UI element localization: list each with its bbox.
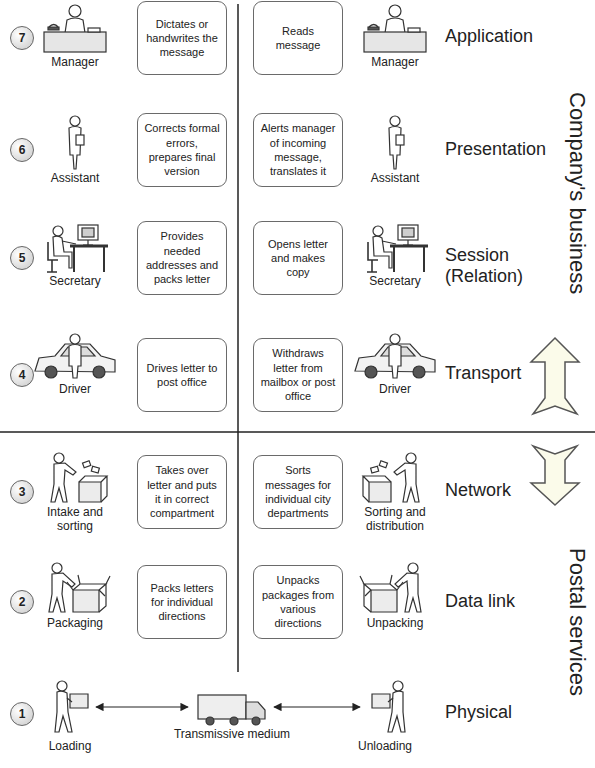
layer-name: Network [445, 480, 585, 501]
task-box: Drives letter to post office [137, 338, 227, 412]
node-text: Provides needed addresses and packs lett… [143, 229, 221, 286]
figure-label: Unpacking [350, 617, 440, 631]
node-text: 5 [19, 251, 26, 265]
unloading-figure [372, 681, 405, 732]
loading-figure [55, 681, 88, 732]
packing-figure [49, 563, 110, 612]
task-box: Opens letter and makes copy [253, 221, 343, 295]
task-box: Packs letters for individual directions [137, 565, 227, 639]
figure-label: Assistant [30, 172, 120, 186]
node-text: 4 [19, 368, 26, 382]
secretary-figure [367, 225, 428, 272]
assistant-figure [69, 116, 84, 169]
sorting-figure [51, 453, 107, 502]
node-text: Withdraws letter from mailbox or post of… [259, 346, 337, 403]
node-text: Drives letter to post office [143, 361, 221, 390]
layer-number: 2 [10, 590, 34, 614]
layer-number: 1 [10, 702, 34, 726]
layer-name: Physical [445, 702, 585, 723]
figure-label: Assistant [350, 172, 440, 186]
transfer-arrow [96, 706, 188, 707]
figure-label: Manager [350, 56, 440, 70]
group-label: Postal services [565, 548, 590, 696]
figure-label: Packaging [30, 617, 120, 631]
figure-label: Secretary [30, 275, 120, 289]
task-box: Sorts messages for individual city depar… [253, 455, 343, 529]
node-text: Alerts manager of incoming message, tran… [259, 121, 337, 178]
layer-name: Session (Relation) [445, 245, 545, 286]
node-text: Reads message [259, 24, 337, 53]
figure-label: Manager [30, 56, 120, 70]
node-text: 2 [19, 595, 26, 609]
node-text: 3 [19, 485, 26, 499]
task-box: Provides needed addresses and packs lett… [137, 221, 227, 295]
manager-figure [44, 5, 106, 52]
figure-label: Intake and sorting [35, 506, 115, 534]
node-text: 7 [19, 31, 26, 45]
node-text: Takes over letter and puts it in correct… [143, 463, 221, 520]
task-box: Corrects formal errors, prepares final v… [137, 113, 227, 187]
layer-number: 3 [10, 480, 34, 504]
node-text: Sorts messages for individual city depar… [259, 463, 337, 520]
unpacking-figure [360, 563, 421, 612]
divider-line [0, 431, 595, 433]
medium-label: Transmissive medium [167, 728, 297, 742]
assistant-figure [389, 116, 404, 169]
layer-name: Transport [445, 363, 585, 384]
down-arrow-symbol [531, 446, 579, 505]
layer-number: 5 [10, 246, 34, 270]
node-text: 1 [19, 707, 26, 721]
layer-number: 4 [10, 363, 34, 387]
layer-number: 7 [10, 26, 34, 50]
figure-label: Driver [30, 383, 120, 397]
node-text: 6 [19, 143, 26, 157]
task-box: Withdraws letter from mailbox or post of… [253, 338, 343, 412]
layer-number: 6 [10, 138, 34, 162]
figure-label: Driver [350, 383, 440, 397]
node-text: Packs letters for individual directions [143, 581, 221, 624]
task-box: Reads message [253, 1, 343, 75]
secretary-figure [47, 225, 108, 272]
driver-figure [355, 334, 435, 378]
figure-label: Secretary [350, 275, 440, 289]
transfer-arrow [274, 706, 360, 707]
layer-name: Data link [445, 591, 585, 612]
node-text: Corrects formal errors, prepares final v… [143, 121, 221, 178]
task-box: Alerts manager of incoming message, tran… [253, 113, 343, 187]
node-text: Unpacks packages from various directions [259, 573, 337, 630]
sorting-figure [363, 453, 419, 502]
up-arrow-symbol [531, 338, 579, 414]
task-box: Dictates or handwrites the message [137, 1, 227, 75]
node-text: Dictates or handwrites the message [143, 17, 221, 60]
task-box: Takes over letter and puts it in correct… [137, 455, 227, 529]
driver-figure [35, 334, 115, 378]
task-box: Unpacks packages from various directions [253, 565, 343, 639]
figure-label: Loading [25, 740, 115, 754]
node-text: Opens letter and makes copy [259, 237, 337, 280]
divider-line [237, 4, 239, 672]
truck-symbol [198, 695, 265, 725]
layer-name: Application [445, 26, 585, 47]
figure-label: Sorting and distribution [355, 506, 435, 534]
manager-figure [364, 5, 426, 52]
figure-label: Unloading [340, 740, 430, 754]
group-label: Company's business [565, 92, 590, 294]
layer-name: Presentation [445, 139, 585, 160]
